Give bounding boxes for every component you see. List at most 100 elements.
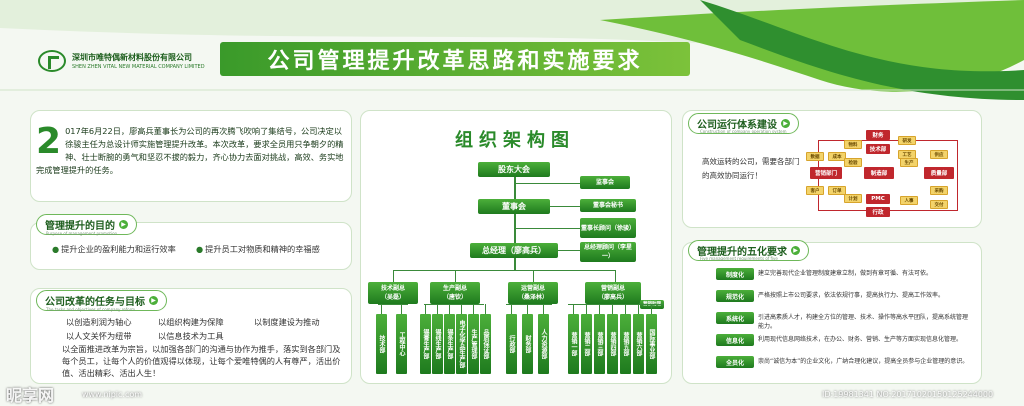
org-dept-node: 生产管理部 [468,314,479,374]
org-chart-title: 组织架构图 [455,130,575,151]
system-subtitle: Construction of company operation system [700,129,787,134]
org-dept-node: 品质保证部 [480,314,491,374]
org-line [527,304,528,314]
org-dept-node: 国际事业部 [646,314,657,374]
org-dept-node: 财务部 [522,314,533,374]
system-node-sales: 营销部门 [810,167,842,179]
task-item: 以创造利润为轴心 [66,317,132,327]
org-dept-node: 工程中心 [396,314,407,374]
org-dept-node: 电子化学品生产部 [456,314,467,374]
org-line [543,304,544,314]
tasks-paragraph: 以全面推进改革为宗旨，以加强各部门的沟通与协作为推手，落实到各部门及每个员工，让… [62,344,341,378]
system-line [818,140,958,141]
system-small-node: 供应 [930,150,948,159]
purpose-item: ●提升员工对物质和精神的幸福感 [196,244,320,254]
tasks-subtitle: The tasks and objectives of company refo… [46,307,136,312]
org-line [511,304,512,314]
five-tag: 规范化 [716,290,754,302]
org-line [424,304,484,305]
org-node-vp: 运营副总（桑泽林） [508,282,558,304]
org-node-chair-advisor: 董事长顾问（徐骏） [580,218,636,238]
five-tag: 信息化 [716,334,754,346]
org-dept-node: 锡线生产部 [432,314,443,374]
org-dept-node: 人力资源部 [538,314,549,374]
task-item: 以组织构建为保障 [158,317,224,327]
system-node-admin: 行政 [866,207,890,217]
org-dept-node: 技术部 [376,314,387,374]
watermark-id: ID:19981341 NO:20171020150125244000 [822,390,994,399]
org-line [393,270,394,282]
org-line [516,228,580,229]
purpose-item-text: 提升员工对物质和精神的幸福感 [205,244,320,254]
play-icon: ▶ [119,220,128,229]
tasks-title-text: 公司改革的任务与目标 [45,297,145,308]
purpose-subtitle: Purpose of management promotion [46,231,118,236]
org-line [506,304,552,305]
org-line [473,304,474,314]
org-dept-node: 营销六部 [633,314,644,374]
system-small-node: 客户 [806,186,824,195]
purpose-title: 管理提升的目的 ▶ [36,214,137,235]
org-line [599,304,600,314]
org-line [638,304,639,314]
system-node-pmc: PMC [866,194,890,204]
org-node-secretary: 董事会秘书 [580,199,636,212]
org-node-vp: 技术副总（吴磊） [368,282,418,304]
vp-name: （桑泽林） [517,294,548,301]
org-node-shareholders: 股东大会 [478,162,550,177]
org-line [401,304,402,314]
intro-big-digit: 2 [36,121,62,162]
five-text: 严格按照上市公司要求，依法依规行事，提高执行力、提高工作效率。 [758,292,945,299]
five-title-text: 管理提升的五化要求 [697,247,787,258]
purpose-item: ●提升企业的盈利能力和运行效率 [52,244,176,254]
system-small-node: 计划 [844,194,862,203]
five-text: 引进高素质人才，构建全方位的管理、技术、操作等高水平团队，提高系统管理能力。 [758,314,969,330]
org-dept-node: 营销三部 [594,314,605,374]
system-small-node: 生产 [900,158,918,167]
system-title-text: 公司运行体系建设 [697,120,777,131]
five-title: 管理提升的五化要求 ▶ [688,240,809,261]
system-note: 高效运转的公司，需要各部门的高效协同运行！ [702,157,800,180]
system-small-node: 人事 [900,196,918,205]
org-line [449,304,450,314]
org-line [425,304,426,314]
vp-title: 营销副总 [600,285,625,292]
org-line [615,270,616,282]
system-node-manufacturing: 制造部 [864,167,894,179]
system-node-quality: 质量部 [924,167,954,179]
purpose-item-text: 提升企业的盈利能力和运行效率 [61,244,176,254]
org-line [651,304,652,314]
org-line [514,258,516,270]
purpose-title-text: 管理提升的目的 [45,221,115,232]
system-small-node: 物料 [844,140,862,149]
org-dept-node: 营销五部 [620,314,631,374]
play-icon: ▶ [149,296,158,305]
system-small-node: 数据 [806,152,824,161]
org-line [533,270,534,282]
org-node-board: 董事会 [478,199,550,214]
org-dept-node: 行政部 [506,314,517,374]
org-line [625,304,626,314]
org-line [461,304,462,314]
org-line [612,304,613,314]
org-line [573,304,574,314]
intro-text-block: 2 017年6月22日，廖高兵董事长为公司的再次腾飞吹响了集结号，公司决定以徐骏… [36,121,346,177]
org-dept-node: 营销二部 [581,314,592,374]
five-tag: 全员化 [716,356,754,368]
task-item: 以信息技术为工具 [158,331,224,341]
org-line [586,304,587,314]
left-top-panel [30,110,352,202]
org-line [485,304,486,314]
vp-name: （廖高兵） [597,294,628,301]
logo-icon [38,50,66,72]
task-item: 以人文关怀为纽带 [66,331,132,341]
org-node-gm-advisor: 总经理顾问（李星一） [580,242,636,262]
system-small-node: 检验 [844,158,862,167]
vp-name: （吴磊） [380,294,405,301]
org-line [378,304,408,305]
org-node-gm: 总经理（廖高兵） [470,243,558,258]
five-text: 利用现代信息网络技术，在办公、财务、营销、生产等方面实现信息化管理。 [758,336,963,343]
watermark-url: www.nipic.com [82,390,143,399]
system-line [957,140,958,210]
vp-name: （唐钦） [442,294,467,301]
